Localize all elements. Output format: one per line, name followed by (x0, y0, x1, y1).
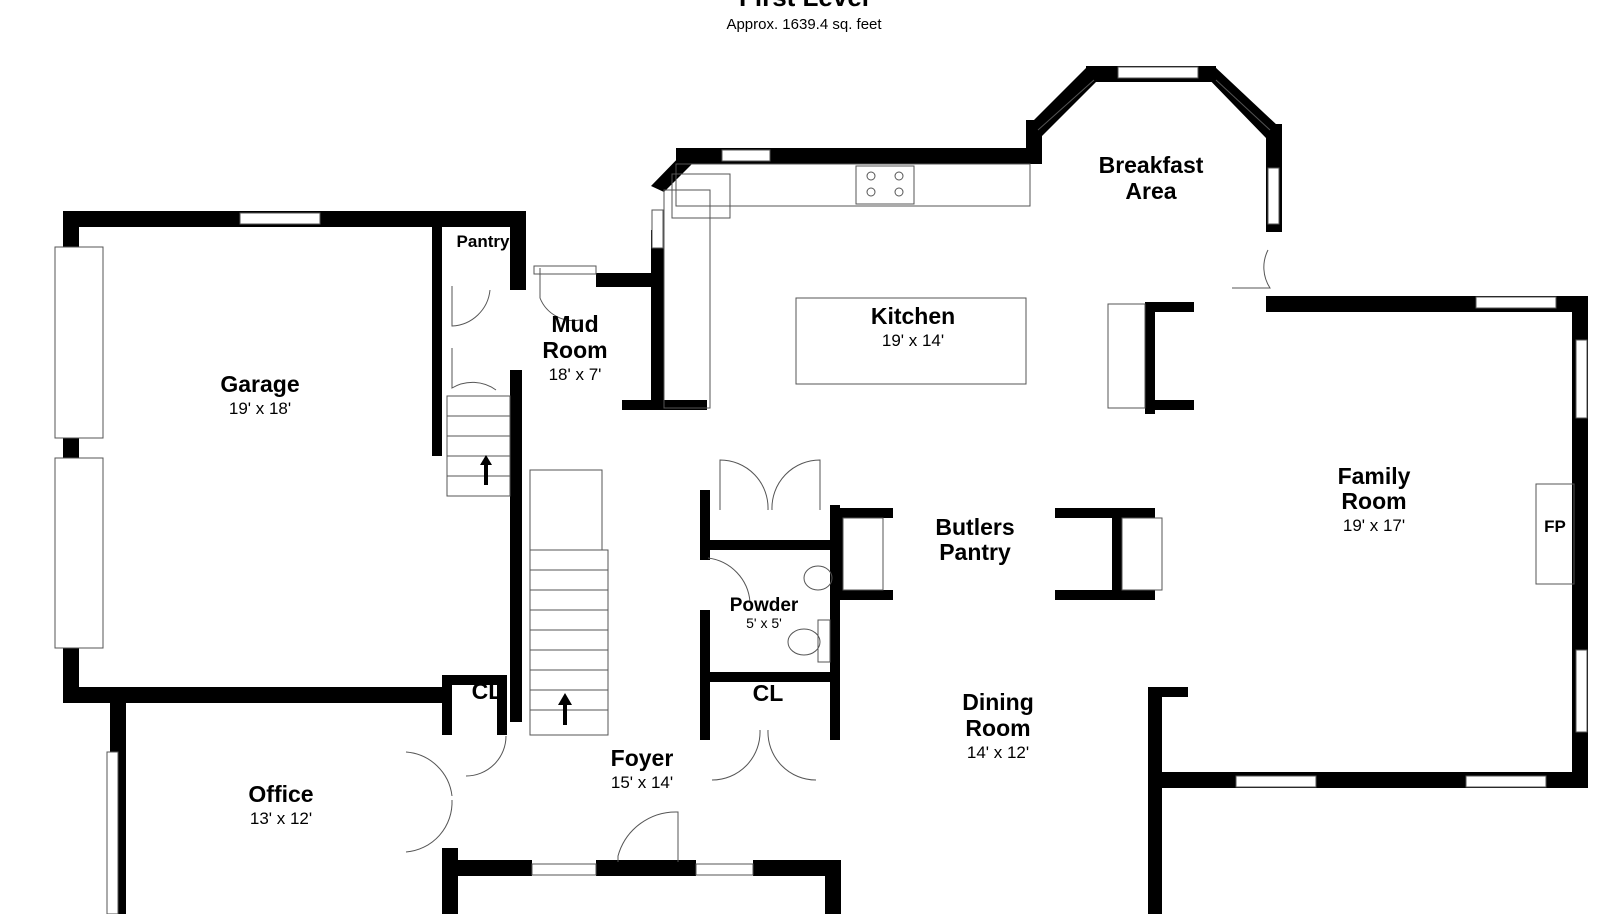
fireplace-label: FP (1544, 517, 1566, 536)
plan-title: First Level (739, 0, 869, 12)
garage-label: Garage (220, 371, 299, 397)
closet-right-label: CL (753, 680, 784, 706)
powder-label: Powder (730, 595, 799, 616)
kitchen-dims: 19' x 14' (882, 331, 944, 350)
family-room-label-line1: Family (1338, 463, 1411, 489)
garage-dims: 19' x 18' (229, 399, 291, 418)
office-dims: 13' x 12' (250, 809, 312, 828)
kitchen-label: Kitchen (871, 303, 955, 329)
kitchen-island (795, 297, 1027, 385)
office-label: Office (248, 781, 313, 807)
family-room-dims: 19' x 17' (1343, 516, 1405, 535)
room-labels: Garage 19' x 18' Pantry Mud Room 18' x 7… (220, 152, 1566, 828)
mud-room-label-line1: Mud (551, 311, 598, 337)
dining-room-label-line1: Dining (962, 689, 1034, 715)
foyer-label: Foyer (611, 745, 674, 771)
windows (54, 66, 1588, 914)
plan-subtitle: Approx. 1639.4 sq. feet (726, 16, 882, 33)
pantry-label: Pantry (457, 232, 510, 251)
dining-room-dims: 14' x 12' (967, 743, 1029, 762)
powder-dims: 5' x 5' (746, 615, 782, 631)
butlers-pantry-label-line2: Pantry (939, 539, 1011, 565)
butlers-pantry-label-line1: Butlers (935, 514, 1014, 540)
breakfast-label-line1: Breakfast (1099, 152, 1204, 178)
fireplace (1535, 483, 1575, 585)
foyer-dims: 15' x 14' (611, 773, 673, 792)
breakfast-label-line2: Area (1125, 178, 1176, 204)
dining-room-label-line2: Room (965, 715, 1030, 741)
mud-room-label-line2: Room (542, 337, 607, 363)
fixtures (405, 163, 1575, 862)
mud-room-dims: 18' x 7' (549, 365, 602, 384)
closet-left-label: CL (472, 678, 503, 704)
family-room-label-line2: Room (1341, 488, 1406, 514)
